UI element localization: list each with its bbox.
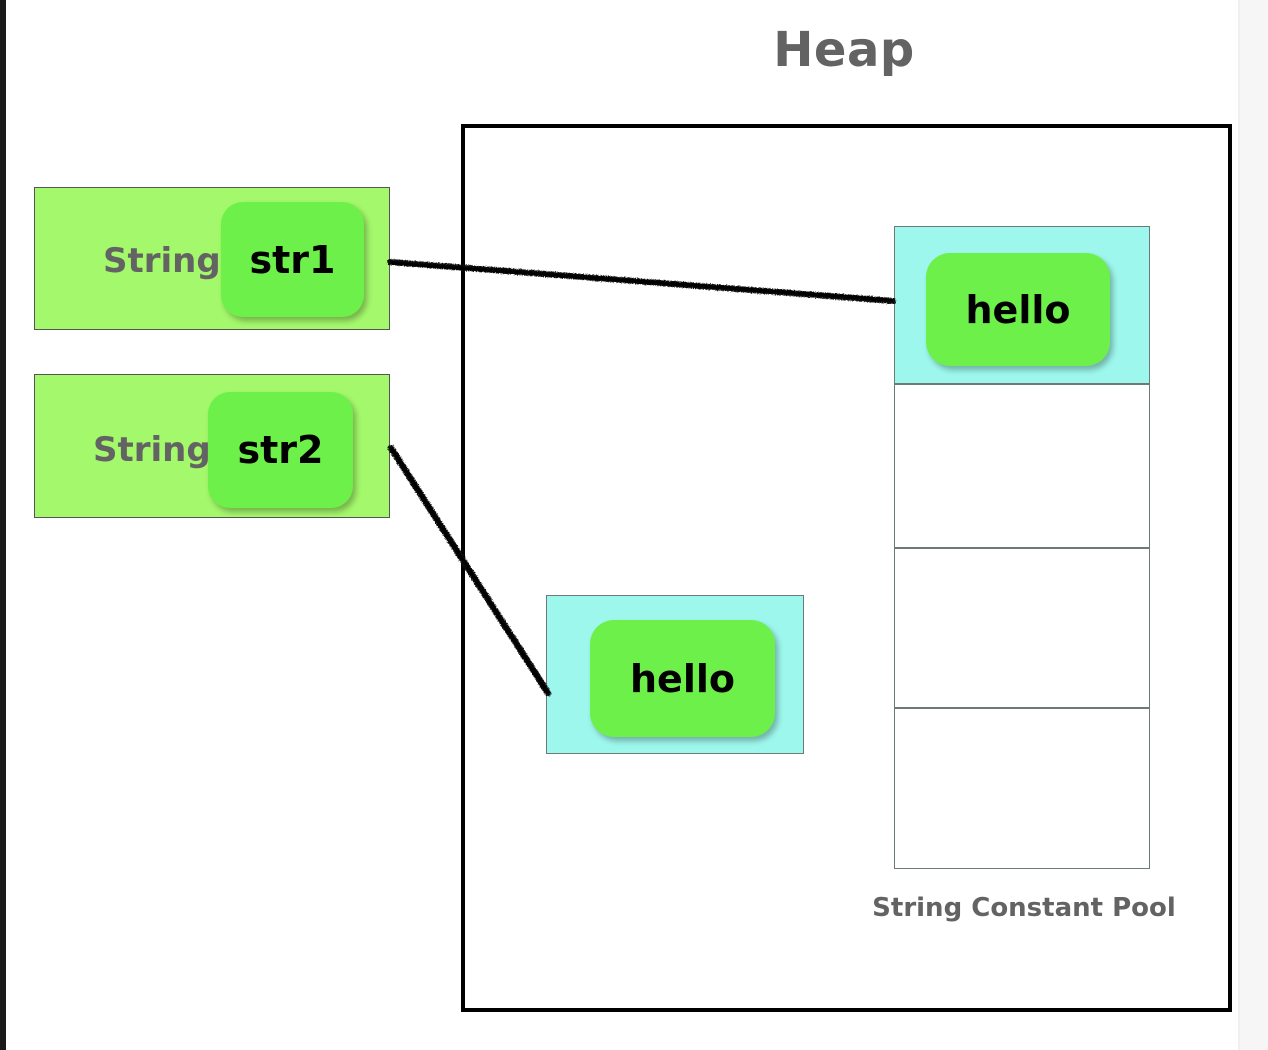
variable-name-chip-str2[interactable]: str2 (208, 392, 353, 508)
pool-cell-1-value-chip[interactable]: hello (926, 253, 1110, 366)
variable-type-label-str2: String (93, 430, 211, 470)
variable-type-label-str1: String (103, 241, 221, 281)
pool-cell-3[interactable] (894, 548, 1150, 708)
variable-name-chip-str1[interactable]: str1 (221, 202, 364, 317)
page-left-edge (0, 0, 6, 1050)
pool-caption: String Constant Pool (872, 893, 1176, 923)
heap-string-object-value-chip[interactable]: hello (590, 620, 775, 737)
pool-cell-4[interactable] (894, 708, 1150, 869)
page-right-divider (1238, 0, 1240, 1050)
pool-cell-2[interactable] (894, 384, 1150, 548)
page-title: Heap (773, 22, 915, 78)
page-right-edge (1240, 0, 1268, 1050)
